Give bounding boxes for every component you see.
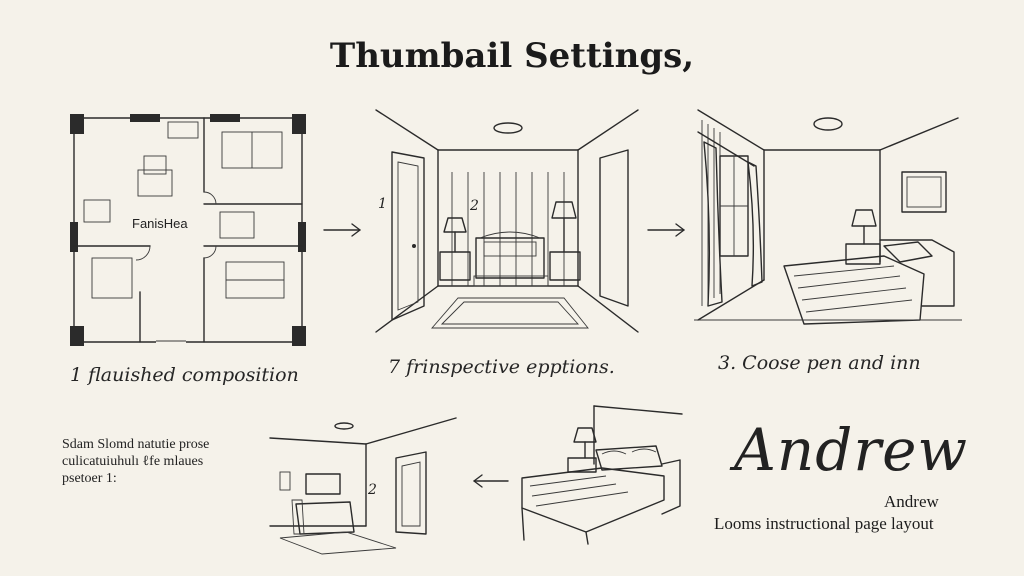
arrow-left-icon <box>473 474 509 488</box>
marker-1: 1 <box>378 196 387 212</box>
shaded-bedroom-sketch <box>694 109 962 325</box>
marker-4: 2 <box>367 482 377 498</box>
floor-plan-sketch: FanisHea <box>70 114 306 346</box>
marker-2: 2 <box>469 198 479 214</box>
bed-closeup-sketch <box>521 405 683 545</box>
signature-subtitle: Looms instructional page layout <box>714 514 934 533</box>
arrow-right-icon <box>323 223 361 237</box>
living-room-sketch: 2 <box>269 417 457 555</box>
signature-name: Andrew <box>884 492 939 511</box>
caption-3: 3. Coose pen and inn <box>718 352 921 374</box>
perspective-room-sketch: 1 2 <box>375 109 639 333</box>
floor-plan-label: FanisHea <box>132 216 188 231</box>
side-note: Sdam Slomd natutie prose culicatuiuhulı … <box>62 436 262 487</box>
side-note-line-3: psetoer 1: <box>62 471 117 486</box>
side-note-line-2: culicatuiuhulı ℓfe mlaues <box>62 454 204 469</box>
arrow-right-icon <box>647 223 685 237</box>
caption-1: 1 flauished composition <box>70 364 299 386</box>
caption-2: 7 frinspective epptions. <box>388 356 615 378</box>
page-title: Thumbail Settings, <box>329 36 695 76</box>
signature-script: Andrew <box>734 416 969 484</box>
side-note-line-1: Sdam Slomd natutie prose <box>62 437 210 452</box>
